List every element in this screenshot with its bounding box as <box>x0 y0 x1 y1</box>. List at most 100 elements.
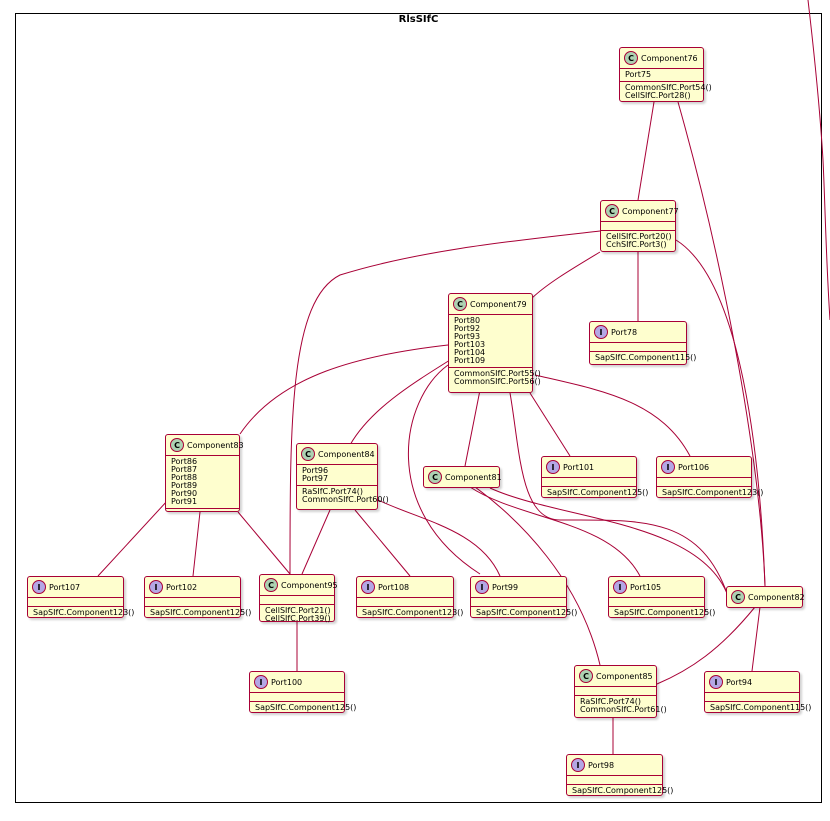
field-line: Port97 <box>302 474 329 483</box>
class-badge-icon: C <box>624 51 638 65</box>
node-name: Port105 <box>630 582 662 592</box>
method-line: CellSIfC.Port28() <box>625 91 691 100</box>
node-methods: SapSIfC.Component125() <box>609 606 715 619</box>
method-line: CellSIfC.Port39() <box>265 614 331 623</box>
method-line: RaSIfC.Port74() <box>302 487 363 496</box>
node-name: Port94 <box>726 677 753 687</box>
interface-badge-icon: I <box>32 580 46 594</box>
node-fields <box>542 477 636 486</box>
field-line: Port80 <box>454 316 481 325</box>
field-line: Port90 <box>171 489 198 498</box>
interface-badge-icon: I <box>475 580 489 594</box>
field-line: Port92 <box>454 324 481 333</box>
method-line: SapSIfC.Component115() <box>595 353 697 362</box>
method-line: RaSIfC.Port74() <box>580 697 641 706</box>
node-name: Port102 <box>166 582 198 592</box>
method-line: SapSIfC.Component125() <box>255 703 357 712</box>
node-fields <box>471 597 566 606</box>
node-methods: CommonSIfC.Port54()CellSIfC.Port28() <box>620 81 712 102</box>
node-methods: SapSIfC.Component123() <box>657 486 763 499</box>
class-badge-icon: C <box>731 590 745 604</box>
node-methods: SapSIfC.Component125() <box>471 606 577 619</box>
field-line: Port86 <box>171 457 198 466</box>
package-frame: RlsSIfC <box>15 13 822 803</box>
node-fields: Port75 <box>620 68 703 81</box>
method-line: SapSIfC.Component123() <box>362 608 464 617</box>
node-methods: SapSIfC.Component125() <box>250 701 357 714</box>
field-line: Port103 <box>454 340 486 349</box>
field-line: Port75 <box>625 70 652 79</box>
interface-badge-icon: I <box>361 580 375 594</box>
node-fields <box>28 597 123 606</box>
node-methods: RaSIfC.Port74()CommonSIfC.Port61() <box>575 695 667 716</box>
node-fields <box>705 692 799 701</box>
node-fields <box>575 686 656 695</box>
method-line: CchSIfC.Port3() <box>606 240 667 249</box>
node-name: Component82 <box>748 592 805 602</box>
node-methods: SapSIfC.Component123() <box>357 606 464 619</box>
node-name: Component83 <box>187 440 244 450</box>
node-name: Port101 <box>563 462 595 472</box>
field-line: Port93 <box>454 332 481 341</box>
field-line: Port96 <box>302 466 329 475</box>
node-name: Port106 <box>678 462 710 472</box>
class-badge-icon: C <box>301 447 315 461</box>
node-name: Component95 <box>281 580 338 590</box>
class-badge-icon: C <box>428 470 442 484</box>
node-name: Component85 <box>596 671 653 681</box>
method-line: CellSIfC.Port20() <box>606 232 672 241</box>
method-line: SapSIfC.Component115() <box>710 703 812 712</box>
node-methods: CellSIfC.Port20()CchSIfC.Port3() <box>601 230 675 251</box>
node-methods: SapSIfC.Component125() <box>542 486 648 499</box>
class-badge-icon: C <box>605 204 619 218</box>
method-line: SapSIfC.Component125() <box>150 608 252 617</box>
interface-badge-icon: I <box>571 758 585 772</box>
method-line: CellSIfC.Port21() <box>265 606 331 615</box>
field-line: Port88 <box>171 473 198 482</box>
interface-badge-icon: I <box>546 460 560 474</box>
method-line: SapSIfC.Component125() <box>572 786 674 795</box>
node-name: Port107 <box>49 582 81 592</box>
node-methods: CellSIfC.Port21()CellSIfC.Port39() <box>260 604 334 625</box>
node-methods: CommonSIfC.Port55()CommonSIfC.Port56() <box>449 367 541 388</box>
interface-badge-icon: I <box>613 580 627 594</box>
node-name: Component81 <box>445 472 502 482</box>
node-fields <box>250 692 344 701</box>
